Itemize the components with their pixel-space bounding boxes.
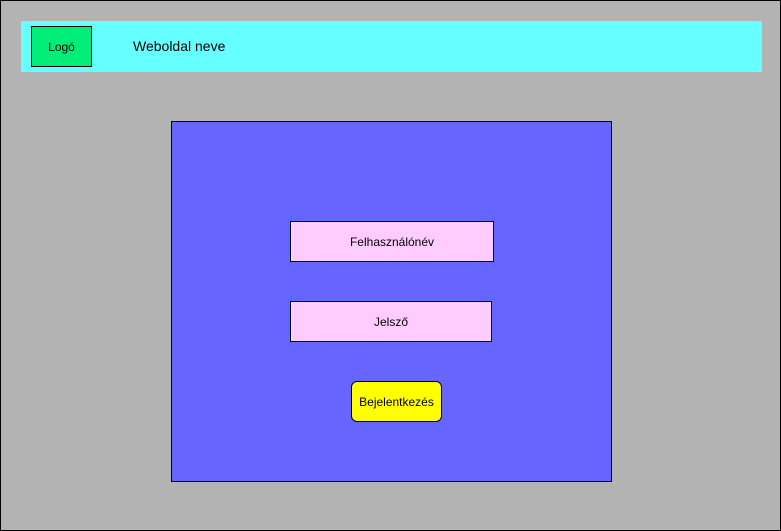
password-field[interactable]: Jelsző: [290, 301, 492, 342]
site-name: Weboldal neve: [133, 38, 226, 54]
logo[interactable]: Logó: [31, 26, 92, 67]
password-field-label: Jelsző: [373, 314, 408, 329]
username-field[interactable]: Felhasználónév: [290, 221, 494, 262]
site-header: Logó Weboldal neve: [21, 21, 762, 72]
username-field-label: Felhasználónév: [349, 234, 435, 249]
login-button[interactable]: Bejelentkezés: [351, 381, 442, 422]
login-button-label: Bejelentkezés: [359, 394, 434, 409]
logo-label: Logó: [48, 39, 75, 54]
login-panel: Felhasználónév Jelsző Bejelentkezés: [171, 121, 612, 482]
